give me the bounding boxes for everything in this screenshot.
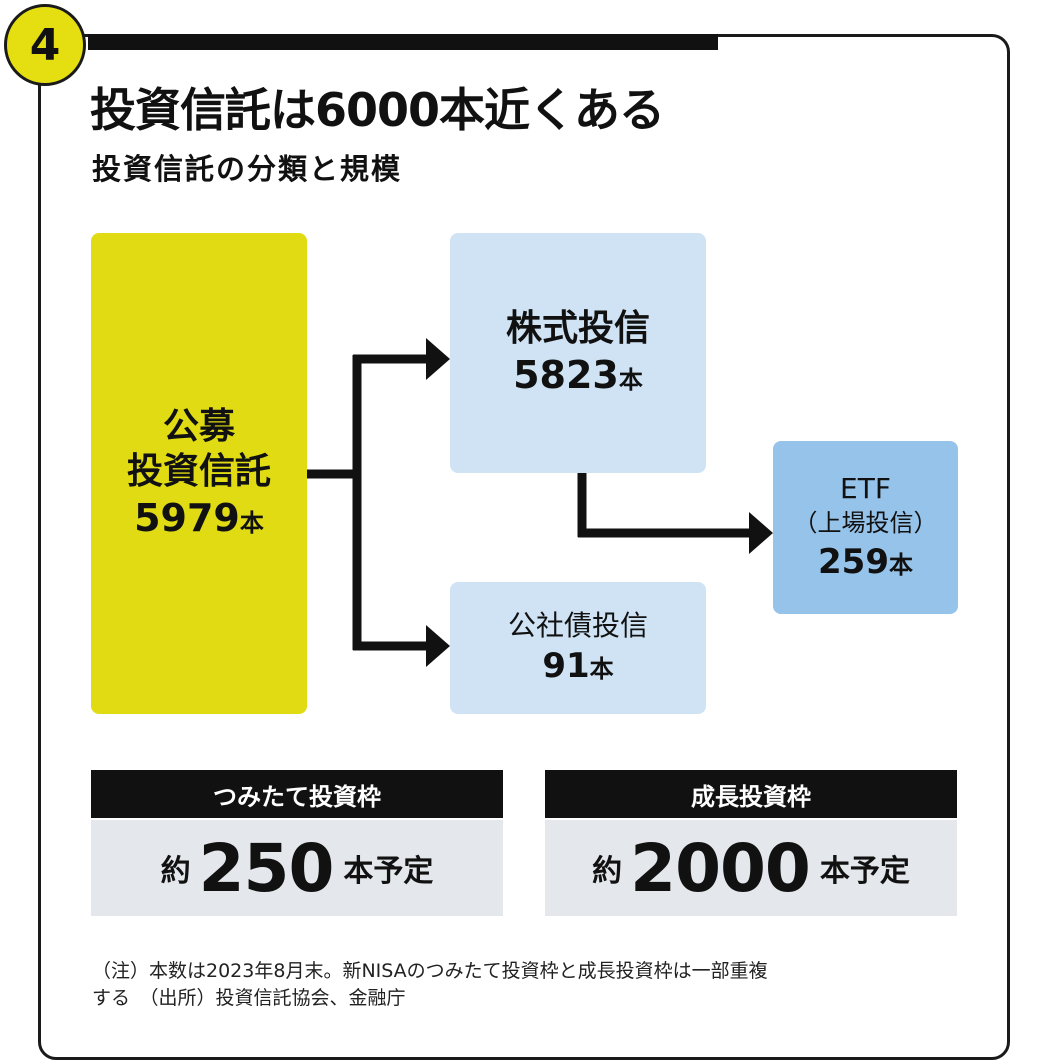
arrowhead-etf	[749, 512, 773, 554]
etf-unit: 本	[888, 550, 913, 579]
stock-trust-count: 5823	[513, 352, 619, 397]
tsumitate-value: 250	[198, 829, 335, 907]
public-trust-line1: 公募	[162, 405, 235, 447]
etf-count-row: 259本	[818, 540, 913, 584]
footnote-line2: する （出所）投資信託協会、金融庁	[92, 986, 406, 1009]
etf-sublabel: （上場投信）	[793, 509, 938, 538]
tsumitate-prefix: 約	[160, 854, 191, 889]
public-trust-count: 5979	[134, 495, 240, 540]
footnote: （注）本数は2023年8月末。新NISAのつみたて投資枠と成長投資枠は一部重複 …	[92, 958, 972, 1011]
stock-trust-label: 株式投信	[505, 307, 650, 349]
growth-slot-body: 約 2000 本予定	[545, 820, 957, 916]
etf-count: 259	[818, 541, 889, 582]
stock-trust-box: 株式投信 5823本	[450, 233, 706, 473]
arrowhead-bond	[426, 625, 450, 667]
public-trust-count-row: 5979本	[134, 494, 264, 543]
growth-suffix: 本予定	[819, 854, 910, 889]
growth-value: 2000	[630, 829, 811, 907]
bond-trust-label: 公社債投信	[507, 608, 648, 642]
growth-slot-header: 成長投資枠	[545, 770, 957, 818]
page-title: 投資信託は6000本近くある	[90, 83, 665, 137]
bond-trust-box: 公社債投信 91本	[450, 582, 706, 714]
etf-label: ETF	[840, 472, 891, 506]
stock-trust-count-row: 5823本	[513, 351, 643, 400]
public-trust-line2: 投資信託	[126, 450, 271, 492]
public-trust-unit: 本	[239, 508, 264, 537]
section-number-badge: 4	[4, 4, 86, 86]
tsumitate-slot-body: 約 250 本予定	[91, 820, 503, 916]
tsumitate-suffix: 本予定	[343, 854, 434, 889]
growth-prefix: 約	[592, 854, 623, 889]
bond-trust-count: 91	[542, 646, 590, 687]
bond-trust-unit: 本	[589, 655, 614, 684]
page-subtitle: 投資信託の分類と規模	[92, 152, 403, 186]
arrowhead-stock	[426, 338, 450, 380]
header-bar	[88, 34, 718, 50]
public-trust-box: 公募 投資信託 5979本	[91, 233, 307, 714]
tsumitate-slot-header: つみたて投資枠	[91, 770, 503, 818]
bond-trust-count-row: 91本	[542, 644, 613, 688]
etf-box: ETF （上場投信） 259本	[773, 441, 958, 614]
stock-trust-unit: 本	[618, 365, 643, 394]
footnote-line1: （注）本数は2023年8月末。新NISAのつみたて投資枠と成長投資枠は一部重複	[92, 960, 768, 982]
